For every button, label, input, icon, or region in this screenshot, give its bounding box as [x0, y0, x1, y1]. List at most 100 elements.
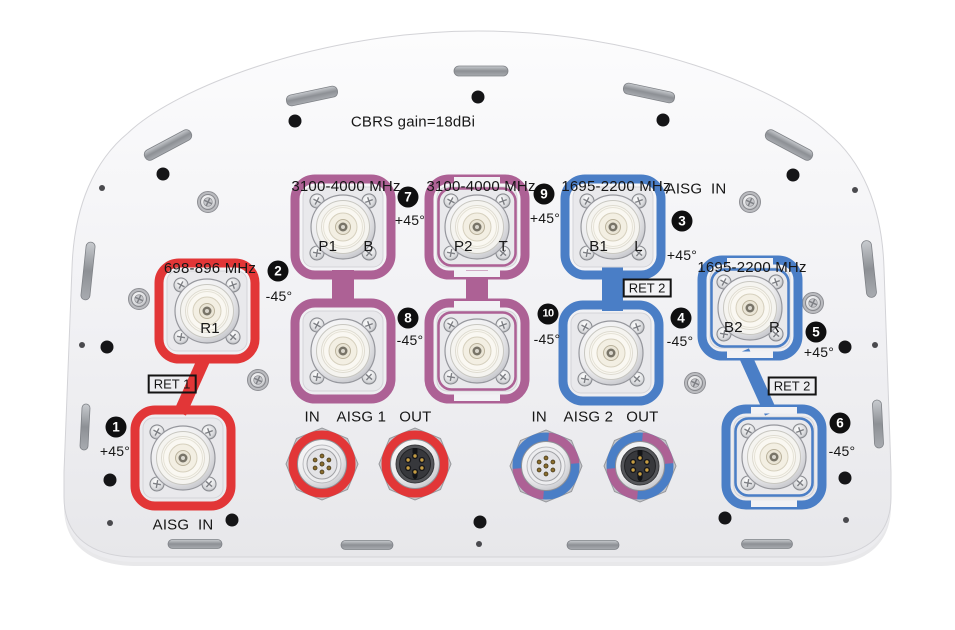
port-7-angle-label: +45° — [394, 212, 426, 228]
port-7-badge: 7 — [397, 186, 419, 208]
ret2-link-line — [737, 348, 777, 416]
ret2-box-top: RET 2 — [622, 278, 672, 298]
aisg2-in-connector — [509, 429, 583, 503]
small-hole — [79, 342, 85, 348]
small-hole — [872, 342, 878, 348]
aisg1-in-ring — [288, 430, 356, 498]
mounting-hole — [103, 473, 117, 487]
mounting-hole — [288, 114, 302, 128]
mounting-hole — [786, 168, 800, 182]
port-9-badge: 9 — [533, 183, 555, 205]
aisg-in-label-bottom: AISG IN — [152, 516, 214, 534]
group-p2-label: 3100-4000 MHz P2 T — [426, 137, 535, 297]
port-1-connector — [142, 417, 224, 499]
port-8-badge: 8 — [397, 307, 419, 329]
mounting-slot — [79, 403, 91, 451]
aisg-in-label-top: AISG IN — [665, 180, 727, 198]
cbrs-gain-label: CBRS gain=18dBi — [350, 113, 476, 131]
port-5-angle-label: +45° — [803, 344, 835, 360]
mounting-slot — [622, 82, 676, 104]
port-10-connector — [436, 310, 518, 392]
group-p1-ports: P1 B — [318, 238, 374, 255]
port-9-angle-label: +45° — [529, 210, 561, 226]
ret1-box: RET 1 — [147, 374, 197, 394]
panel-screw — [127, 287, 151, 311]
aisg-out-face — [390, 439, 440, 489]
port-10-badge: 10 — [537, 303, 559, 325]
port-4-outline — [558, 300, 664, 406]
aisg1-group-label: IN AISG 1 OUT — [304, 408, 432, 426]
port-1-angle-label: +45° — [99, 443, 131, 459]
aisg2-group-label: IN AISG 2 OUT — [531, 408, 659, 426]
port-4-connector — [570, 312, 652, 394]
port-1-outline — [130, 405, 236, 511]
mounting-hole — [838, 471, 852, 485]
mounting-slot — [861, 240, 877, 298]
port-9-inner-line — [437, 187, 517, 267]
group-b2-ports: B2 R — [724, 319, 780, 336]
aisg-out-face — [615, 441, 665, 491]
port-6-angle-label: -45° — [828, 443, 856, 459]
port-2-angle-label: -45° — [265, 288, 293, 304]
mounting-slot — [764, 129, 814, 161]
port-7-outline — [290, 174, 396, 280]
mounting-hole — [225, 513, 239, 527]
small-holes — [79, 185, 878, 547]
mounting-slots — [79, 65, 884, 550]
small-hole — [476, 541, 482, 547]
group-r1-ports: R1 — [200, 320, 220, 337]
group-p2-freq: 3100-4000 MHz — [426, 178, 536, 195]
group-p1-label: 3100-4000 MHz P1 B — [291, 137, 400, 297]
port-10-angle-label: -45° — [533, 331, 561, 347]
aisg2-out-ring-blue — [606, 432, 674, 500]
port-8-angle-label: -45° — [396, 332, 424, 348]
aisg-in-face — [521, 441, 571, 491]
port-3-badge: 3 — [671, 210, 693, 232]
port-3-angle-label: +45° — [666, 247, 698, 263]
group-b2-freq: 1695-2200 MHz — [697, 259, 807, 276]
mounting-hole — [471, 90, 485, 104]
panel-screw — [196, 190, 220, 214]
group-r1-label: 698-896 MHz R1 — [164, 219, 256, 379]
port-6-connector — [733, 416, 815, 498]
mounting-slot — [340, 540, 394, 550]
mounting-hole — [100, 340, 114, 354]
group-b1-ports: B1 L — [589, 238, 643, 255]
group-p2-ports: P2 T — [453, 238, 509, 255]
mounting-slot — [80, 241, 96, 301]
mounting-slot — [741, 539, 793, 549]
small-hole — [852, 187, 858, 193]
group-r1-freq: 698-896 MHz — [163, 260, 257, 277]
mounting-hole — [656, 113, 670, 127]
mounting-hole — [473, 515, 487, 529]
mounting-slot — [872, 399, 884, 449]
port-3-outline — [560, 174, 666, 280]
ret1-link-line — [174, 354, 211, 416]
ret2-box-right: RET 2 — [767, 376, 817, 396]
port-8-outline — [290, 298, 396, 404]
mounting-slot — [285, 85, 339, 107]
group-p1-freq: 3100-4000 MHz — [291, 178, 401, 195]
port-5-badge: 5 — [805, 321, 827, 343]
port-2-badge: 2 — [267, 260, 289, 282]
port-8-connector — [302, 310, 384, 392]
port-4-badge: 4 — [670, 307, 692, 329]
mounting-slot — [566, 540, 620, 550]
mounting-slot — [167, 539, 223, 549]
aisg2-in-ring-blue — [512, 432, 580, 500]
port-5-inner-line — [710, 268, 790, 348]
port-2-outline — [154, 258, 260, 364]
small-hole — [843, 517, 849, 523]
mounting-slot — [143, 129, 193, 161]
port-1-badge: 1 — [105, 416, 127, 438]
group-b1-freq: 1695-2200 MHz — [561, 178, 671, 195]
port-10-inner-line — [437, 311, 517, 391]
group-b1-label: 1695-2200 MHz B1 L — [561, 137, 670, 297]
mounting-holes — [100, 90, 852, 529]
mounting-slot — [453, 65, 509, 77]
small-hole — [107, 520, 113, 526]
port-6-badge: 6 — [829, 412, 851, 434]
small-hole — [99, 185, 105, 191]
